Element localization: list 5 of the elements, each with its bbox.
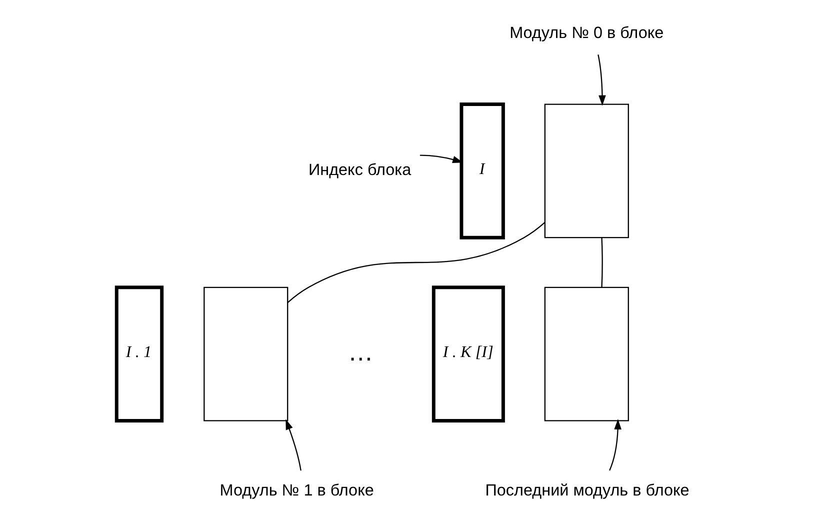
node-text: Последний модуль в блоке xyxy=(484,482,689,500)
node-text: Индекс блока xyxy=(308,161,411,180)
node-text: Модуль № 1 в блоке xyxy=(219,482,374,500)
node-text: Модуль № 0 в блоке xyxy=(509,24,664,42)
label: … xyxy=(347,338,373,367)
